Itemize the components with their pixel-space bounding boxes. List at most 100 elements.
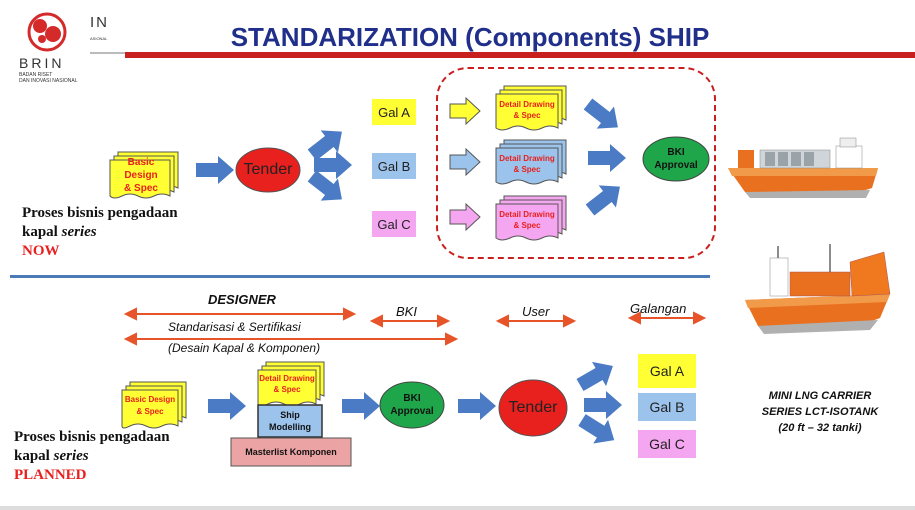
now-bki-ellipse bbox=[642, 136, 710, 182]
standardization-range-arrow bbox=[123, 332, 459, 346]
now-basic-design-line1: Basic Design bbox=[124, 156, 158, 181]
ship-modelling-box bbox=[257, 404, 323, 438]
now-caption: Proses bisnis pengadaan kapal series NOW bbox=[22, 204, 178, 261]
designer-range-arrow bbox=[123, 307, 357, 321]
now-basic-design-label: Basic Design & Spec bbox=[110, 157, 172, 194]
now-caption-line1: Proses bisnis pengadaan bbox=[22, 205, 178, 221]
now-detail-a-line2: & Spec bbox=[513, 111, 541, 120]
galangan-range-arrow bbox=[627, 311, 707, 325]
planned-tender-ellipse bbox=[498, 379, 568, 437]
now-basic-design-line2: & Spec bbox=[124, 182, 158, 194]
planned-status: PLANNED bbox=[14, 467, 87, 483]
now-arrow-gal-a-draw bbox=[449, 96, 481, 126]
now-detail-c-line2: & Spec bbox=[513, 221, 541, 230]
now-gal-c: Gal C bbox=[372, 211, 416, 237]
bottom-edge bbox=[0, 506, 915, 510]
planned-bki-ellipse bbox=[379, 381, 445, 429]
designer-label: DESIGNER bbox=[208, 292, 276, 307]
now-status: NOW bbox=[22, 243, 60, 259]
planned-detail-line2: & Spec bbox=[273, 385, 301, 394]
planned-detail-label: Detail Drawing & Spec bbox=[258, 371, 316, 397]
planned-arrow-detail-bki bbox=[342, 392, 380, 420]
planned-bki-line2: Approval bbox=[390, 406, 434, 417]
now-tender-ellipse bbox=[235, 147, 301, 193]
header-red-line bbox=[125, 52, 915, 58]
now-tender-label: Tender bbox=[243, 161, 293, 178]
logo-in: IN bbox=[90, 14, 109, 31]
now-bki-line2: Approval bbox=[654, 160, 698, 171]
planned-basic-design-doc bbox=[121, 381, 187, 429]
bki-role-label: BKI bbox=[396, 304, 417, 319]
planned-arrow-tender-gal-a bbox=[573, 353, 620, 398]
now-detail-a-label: Detail Drawing & Spec bbox=[496, 96, 558, 124]
planned-basic-design-line2: & Spec bbox=[136, 407, 164, 416]
section-divider bbox=[10, 275, 710, 278]
bki-range-arrow bbox=[369, 314, 451, 328]
ship-caption: MINI LNG CARRIER SERIES LCT-ISOTANK (20 … bbox=[740, 388, 900, 436]
now-detail-doc-b bbox=[495, 139, 567, 185]
planned-bki-label: BKI Approval bbox=[380, 391, 444, 419]
planned-caption-series: series bbox=[53, 448, 89, 464]
ship-modelling-line2: Modelling bbox=[269, 422, 311, 432]
ship-modelling-label: Ship Modelling bbox=[258, 406, 322, 436]
desain-label: (Desain Kapal & Komponen) bbox=[168, 341, 321, 355]
standardization-label: Standarisasi & Sertifikasi bbox=[168, 320, 301, 334]
now-detail-doc-c bbox=[495, 195, 567, 241]
ship-caption-line1: MINI LNG CARRIER bbox=[768, 390, 872, 402]
planned-tender-label: Tender bbox=[508, 399, 558, 416]
now-detail-b-line1: Detail Drawing bbox=[499, 154, 555, 163]
planned-bki-line1: BKI bbox=[403, 393, 421, 404]
ship-lct-image bbox=[728, 137, 878, 198]
planned-basic-design-label: Basic Design & Spec bbox=[122, 390, 178, 422]
ship-caption-line2: SERIES LCT-ISOTANK bbox=[761, 406, 879, 418]
logo-sub2: DAN INOVASI NASIONAL bbox=[19, 78, 78, 84]
planned-arrow-bki-tender bbox=[458, 392, 496, 420]
now-detail-doc-a bbox=[495, 85, 567, 131]
planned-detail-doc bbox=[257, 361, 325, 407]
header-grey-line bbox=[90, 52, 125, 54]
now-detail-b-label: Detail Drawing & Spec bbox=[496, 150, 558, 178]
dashed-group-box bbox=[436, 67, 716, 259]
logo-name: BRIN bbox=[19, 55, 65, 71]
now-bki-label: BKI Approval bbox=[643, 145, 709, 173]
ship-caption-line3: (20 ft – 32 tanki) bbox=[778, 422, 862, 434]
now-detail-a-line1: Detail Drawing bbox=[499, 100, 555, 109]
planned-caption: Proses bisnis pengadaan kapal series PLA… bbox=[14, 428, 170, 485]
now-gal-a: Gal A bbox=[372, 99, 416, 125]
planned-caption-line2: kapal series bbox=[14, 447, 170, 466]
planned-arrow-tender-gal-b bbox=[584, 391, 622, 419]
now-bki-line1: BKI bbox=[667, 147, 685, 158]
now-gal-b: Gal B bbox=[372, 153, 416, 179]
now-detail-c-line1: Detail Drawing bbox=[499, 210, 555, 219]
ship-lng-carrier-image bbox=[745, 244, 891, 334]
now-detail-b-line2: & Spec bbox=[513, 165, 541, 174]
planned-caption-line1: Proses bisnis pengadaan bbox=[14, 429, 170, 445]
now-arrow-draw-b-bki bbox=[588, 144, 626, 172]
planned-detail-line1: Detail Drawing bbox=[259, 374, 315, 383]
now-arrow-gal-c-draw bbox=[449, 202, 481, 232]
now-arrow-basic-tender bbox=[196, 156, 234, 184]
brin-logo-icon bbox=[27, 12, 67, 52]
logo-sub1: BADAN RISET bbox=[19, 72, 53, 78]
planned-gal-b: Gal B bbox=[638, 393, 696, 421]
planned-basic-design-line1: Basic Design bbox=[124, 395, 176, 404]
masterlist-label: Masterlist Komponen bbox=[245, 447, 337, 457]
user-range-arrow bbox=[495, 314, 577, 328]
masterlist-box bbox=[230, 437, 352, 467]
planned-caption-kapal: kapal bbox=[14, 448, 50, 464]
now-arrow-gal-b-draw bbox=[449, 147, 481, 177]
page-title: STANDARIZATION (Components) SHIP bbox=[230, 22, 710, 52]
user-role-label: User bbox=[522, 304, 550, 319]
planned-arrow-basic-detail bbox=[208, 392, 246, 420]
ship-modelling-line1: Ship bbox=[280, 410, 300, 420]
now-caption-line2: kapal series bbox=[22, 223, 178, 242]
now-arrow-draw-c-bki bbox=[581, 175, 629, 222]
galangan-role-label: Galangan bbox=[630, 301, 687, 316]
planned-gal-a: Gal A bbox=[638, 354, 696, 388]
now-caption-series: series bbox=[61, 224, 97, 240]
planned-arrow-tender-gal-c bbox=[574, 408, 622, 453]
now-caption-kapal: kapal bbox=[22, 224, 58, 240]
logo-in-sub: ASIONAL bbox=[90, 36, 108, 41]
now-arrow-draw-a-bki bbox=[579, 92, 627, 139]
